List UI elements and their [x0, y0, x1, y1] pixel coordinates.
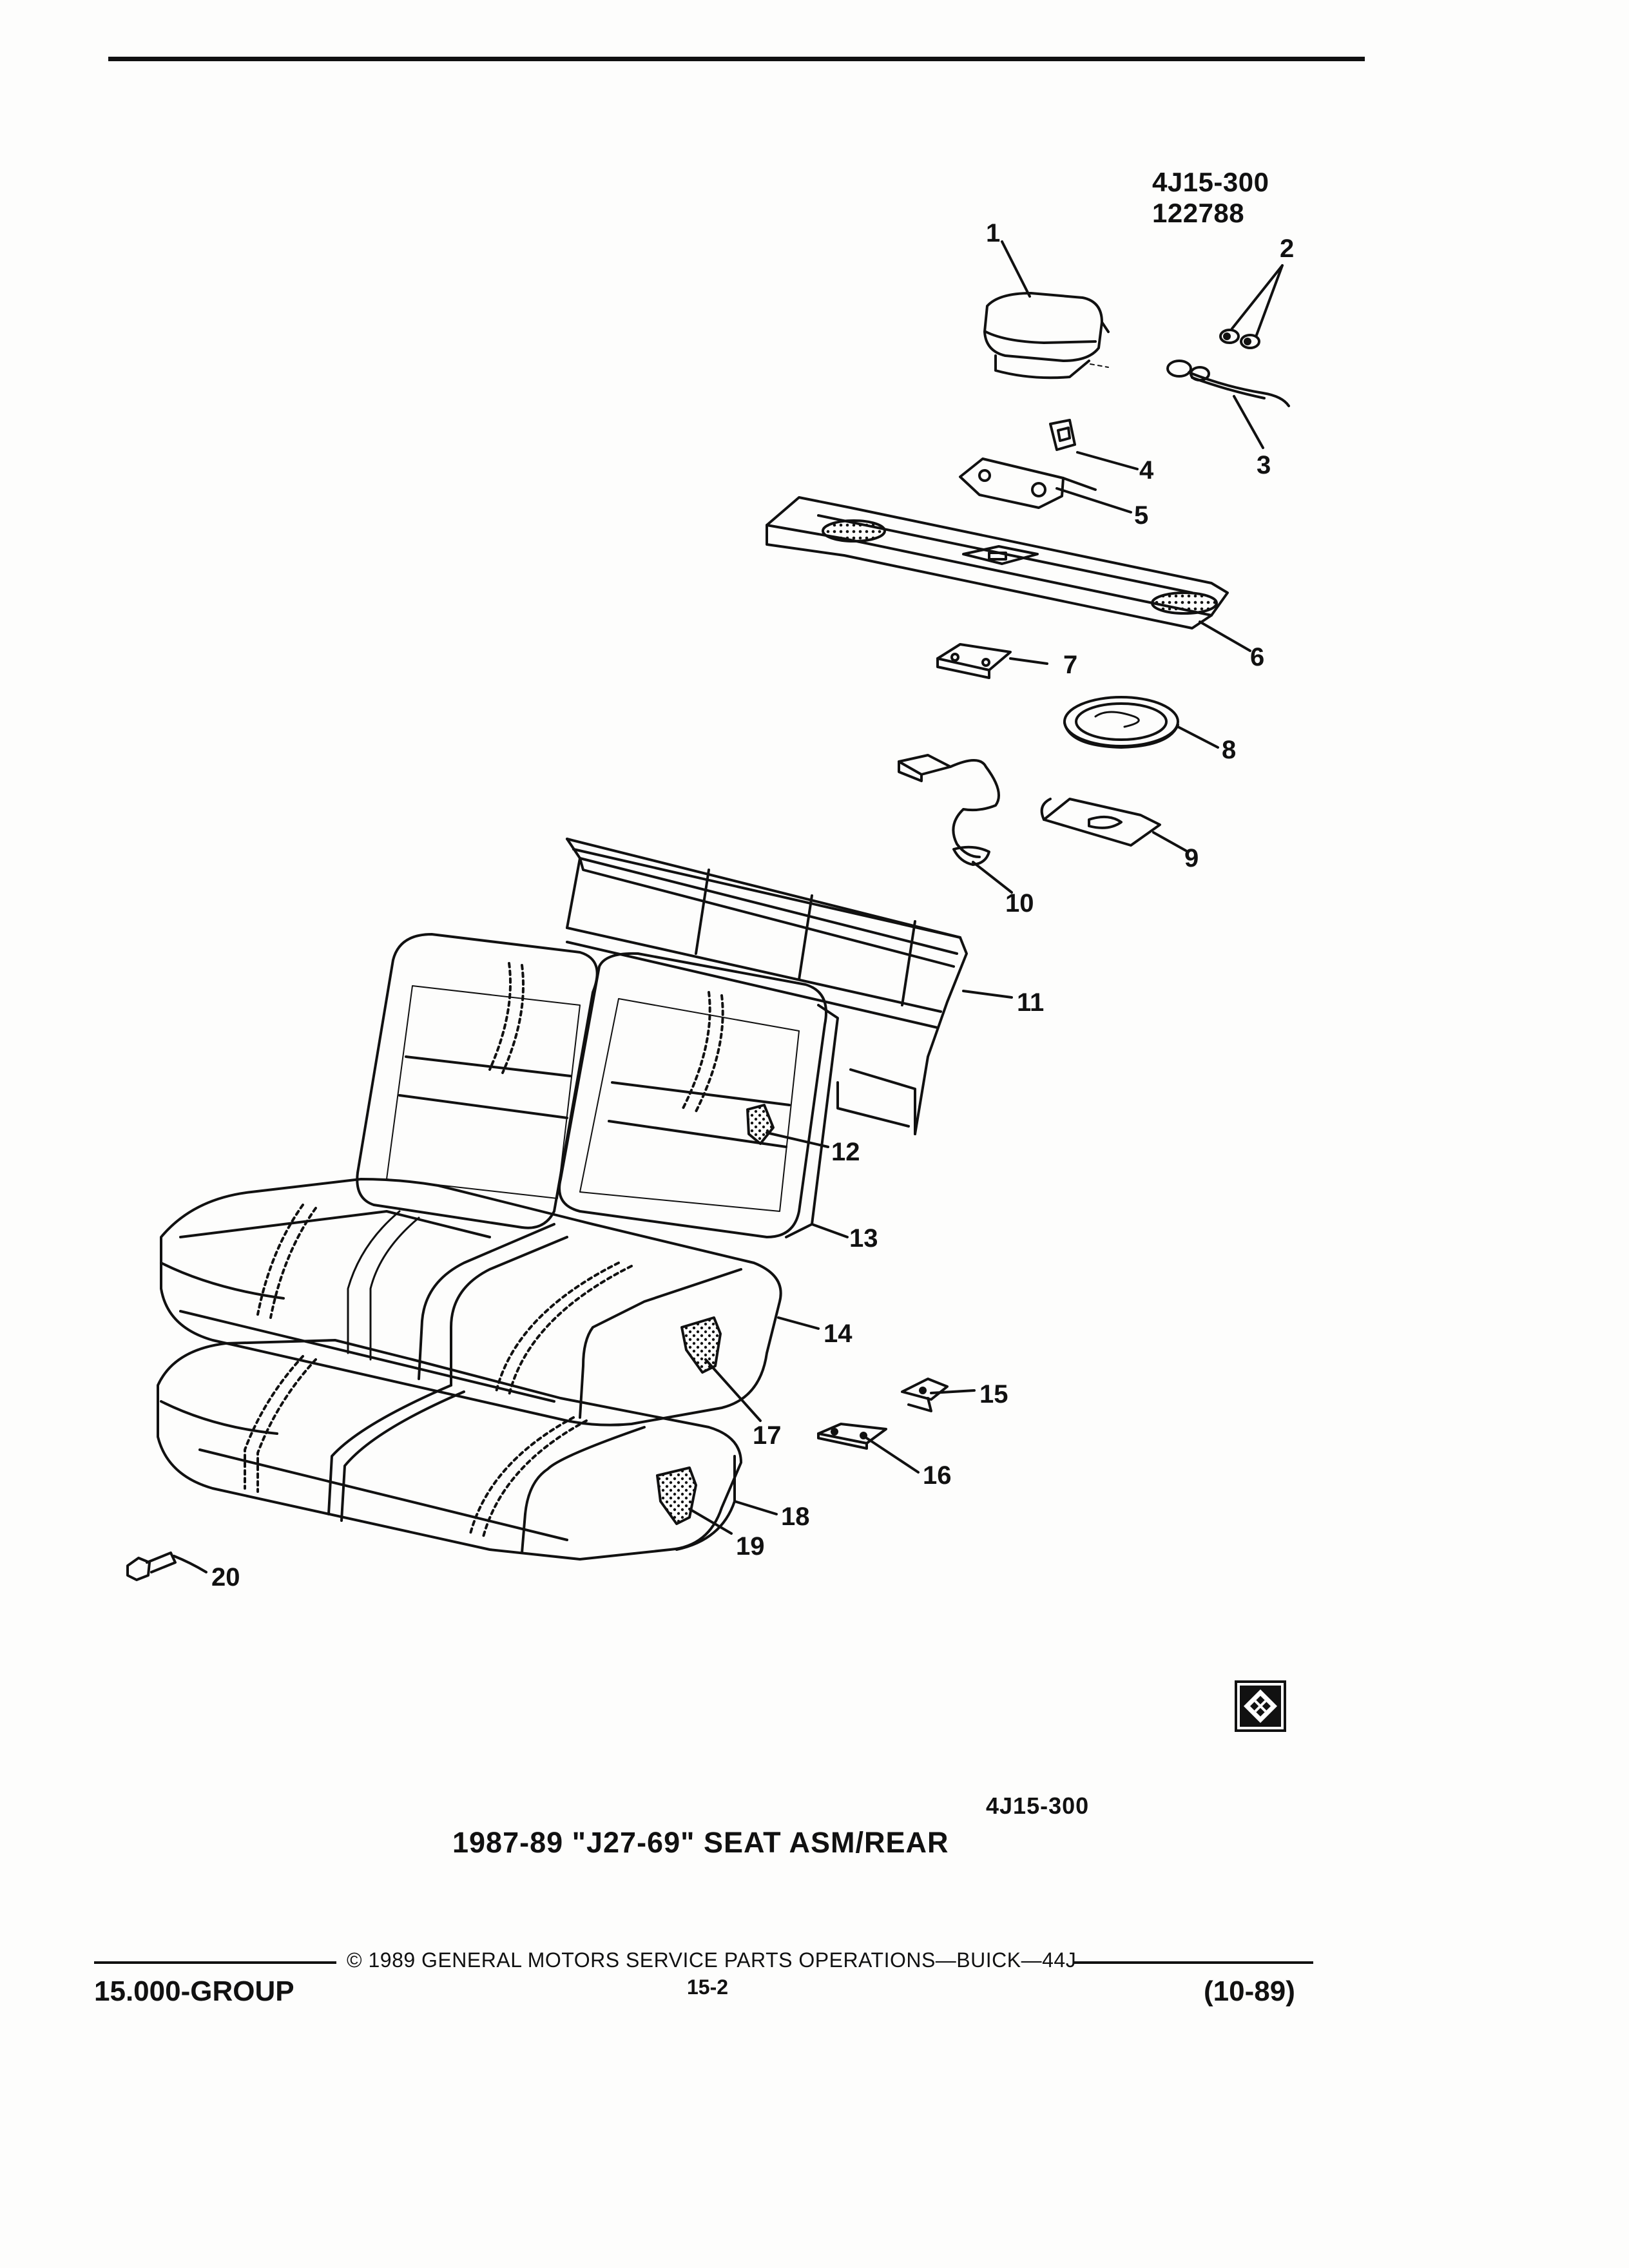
part-10-speaker-harness [898, 754, 1000, 866]
callout-1: 1 [986, 219, 1001, 247]
callout-15: 15 [979, 1380, 1008, 1408]
callout-18: 18 [781, 1503, 810, 1531]
callout-4: 4 [1139, 456, 1154, 485]
caption-title: 1987-89 "J27-69" SEAT ASM/REAR [452, 1826, 949, 1859]
part-16-hinge-plate [817, 1423, 887, 1450]
part-1-headrest [983, 292, 1110, 380]
callout-3: 3 [1257, 451, 1271, 479]
callout-19: 19 [736, 1532, 765, 1561]
callout-11: 11 [1017, 988, 1045, 1017]
callout-10: 10 [1005, 889, 1034, 918]
footer-rule-right [1074, 1961, 1313, 1964]
footer-revision: (10-89) [1204, 1975, 1295, 2007]
part-15-retainer [901, 1378, 949, 1412]
illustration-date: 122788 [1152, 198, 1245, 228]
footer-group: 15.000-GROUP [94, 1975, 294, 2007]
callout-13: 13 [849, 1224, 878, 1253]
footer-copyright: © 1989 GENERAL MOTORS SERVICE PARTS OPER… [347, 1948, 1077, 1972]
part-18-seat-cushion-pad [157, 1339, 742, 1561]
part-8-speaker [1063, 696, 1179, 749]
callout-7: 7 [1063, 651, 1078, 679]
part-2-retainers [1219, 329, 1260, 349]
part-5-bracket [959, 457, 1097, 509]
part-4-clip [1049, 419, 1076, 451]
callout-16: 16 [923, 1461, 952, 1490]
illustration-code: 4J15-300 [1152, 167, 1269, 197]
part-12-seat-back-label [746, 1104, 775, 1145]
part-20-bolt [126, 1552, 177, 1581]
part-11-seat-back-frame [566, 838, 968, 1135]
footer-page-number: 15-2 [687, 1975, 729, 1999]
gm-parts-logo [1235, 1680, 1286, 1732]
part-9-speaker-bracket [1040, 798, 1161, 847]
callout-20: 20 [211, 1563, 240, 1591]
callout-14: 14 [824, 1320, 853, 1348]
part-7-plate [936, 643, 1012, 679]
callout-9: 9 [1184, 844, 1199, 872]
part-3-wire-harness [1166, 360, 1290, 407]
callout-2: 2 [1280, 235, 1295, 263]
caption-code: 4J15-300 [986, 1792, 1090, 1819]
callout-6: 6 [1250, 643, 1265, 671]
callout-12: 12 [831, 1138, 860, 1166]
part-14-seat-cushion-cover [160, 1178, 782, 1427]
callout-8: 8 [1222, 736, 1237, 764]
footer-rule-left [94, 1961, 336, 1964]
callout-17: 17 [753, 1421, 782, 1450]
part-19-cushion-pad-label [656, 1466, 697, 1525]
leader-lines [173, 240, 1284, 1573]
part-6-rear-shelf-panel [766, 496, 1229, 629]
top-rule [108, 57, 1365, 61]
part-13-seat-back-cushion [356, 933, 839, 1238]
part-17-cushion-cover-label [680, 1316, 722, 1374]
callout-5: 5 [1134, 501, 1149, 530]
